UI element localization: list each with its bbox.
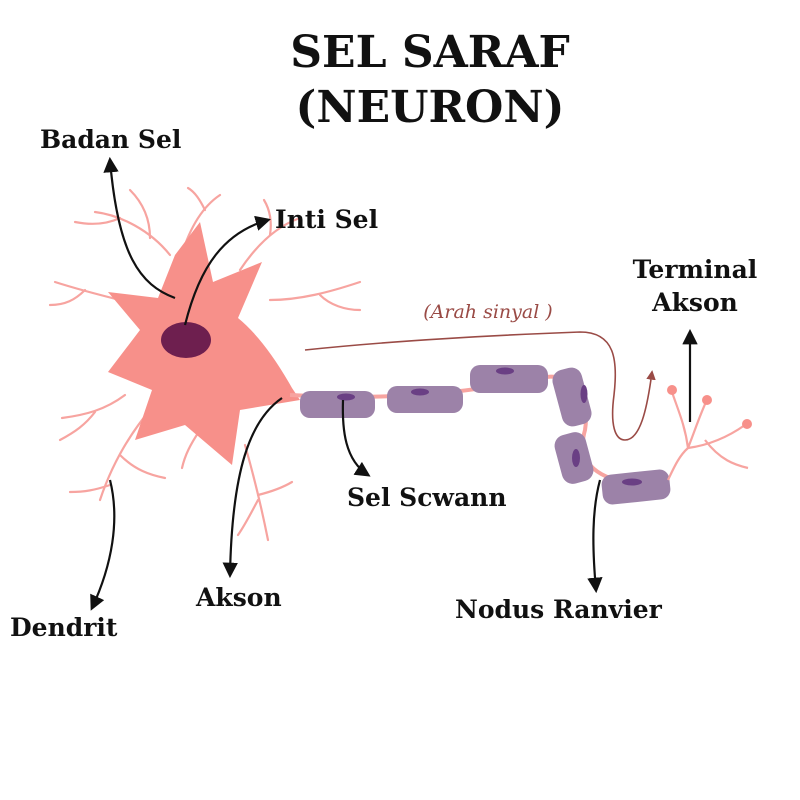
myelin-segment — [300, 391, 375, 418]
myelin-nucleus — [580, 385, 588, 403]
myelin-nucleus — [411, 388, 429, 396]
sel-schwann-pointer-arrow — [341, 399, 371, 477]
signal-direction-arrow — [304, 331, 656, 441]
terminal-button — [742, 419, 752, 429]
myelin-segment — [552, 367, 592, 427]
myelin-nucleus — [337, 393, 355, 401]
label-akson: Akson — [195, 583, 282, 612]
label-dendrit: Dendrit — [10, 613, 118, 642]
inti-sel-pointer-arrow — [183, 215, 271, 326]
akson-pointer-arrow — [222, 397, 283, 579]
myelin-segment — [601, 469, 671, 505]
myelin-nucleus — [572, 449, 580, 467]
axon-terminals — [667, 391, 749, 481]
terminal-button — [702, 395, 712, 405]
badan-sel-pointer-arrow — [103, 156, 176, 300]
dendrites — [48, 186, 362, 542]
myelin-nucleus — [622, 478, 642, 486]
myelin-segment — [470, 365, 548, 393]
label-sel-schwann: Sel Scwann — [347, 483, 507, 512]
title-line-2: (NEURON) — [296, 82, 565, 133]
label-terminal-akson-2: Akson — [651, 288, 738, 317]
signal-direction-label: (Arah sinyal ) — [423, 301, 552, 323]
myelin-segment — [387, 386, 463, 413]
dendrit-pointer-arrow — [90, 479, 116, 611]
terminal-button — [667, 385, 677, 395]
myelin-nucleus — [496, 367, 514, 375]
terminal-buttons — [667, 385, 752, 429]
nodus-ranvier-pointer-arrow — [587, 479, 603, 594]
label-badan-sel: Badan Sel — [40, 125, 181, 154]
title-line-1: SEL SARAF — [290, 27, 569, 78]
myelin-sheaths — [300, 365, 671, 505]
label-nodus-ranvier: Nodus Ranvier — [455, 595, 663, 624]
nucleus — [161, 322, 211, 358]
label-inti-sel: Inti Sel — [275, 205, 378, 234]
label-terminal-akson-1: Terminal — [633, 255, 758, 284]
